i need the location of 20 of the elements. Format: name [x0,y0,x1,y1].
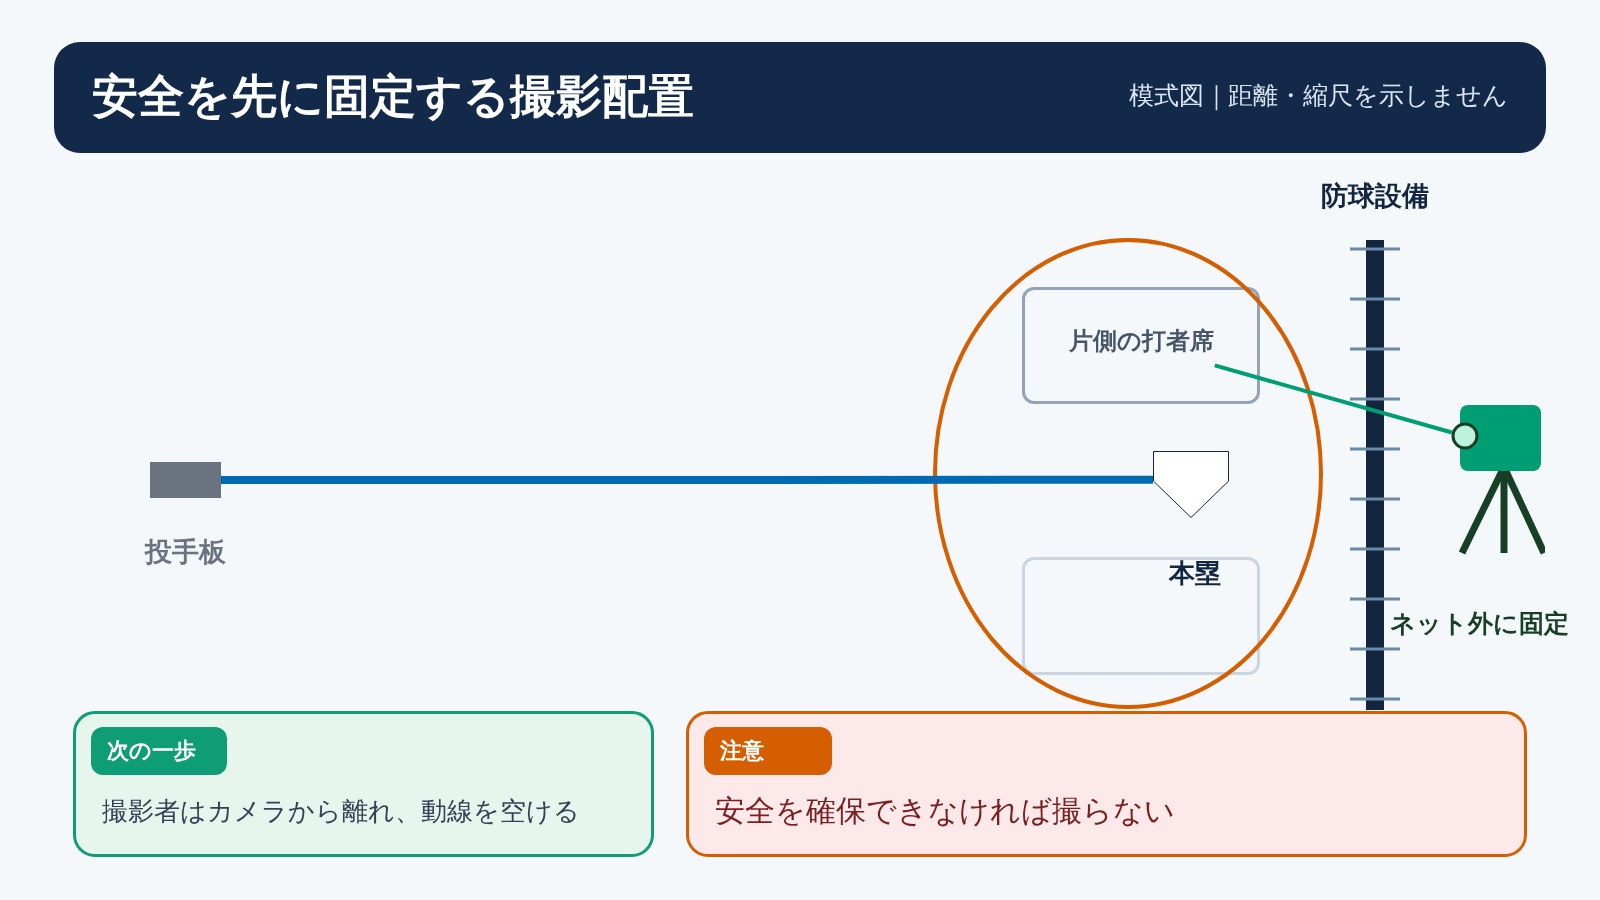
subtitle: 模式図｜距離・縮尺を示しません [1129,80,1508,113]
node-label: 片側の打者席 [1068,325,1214,357]
leader-line [1214,363,1453,435]
zone-ellipse [933,238,1323,709]
pitcher-plate [150,462,221,498]
node-label: 投手板 [143,535,227,569]
note-card [686,711,1527,857]
title: 安全を先に固定する撮影配置 [92,68,694,125]
batter-box [1022,287,1260,404]
note-text: 安全を確保できなければ撮らない [715,792,1175,830]
camera-label: ネット外に固定 [1390,608,1570,640]
connector-line [221,475,1153,484]
note-text: 撮影者はカメラから離れ、動線を空ける [102,795,580,828]
plate-label: 本塁 [1168,557,1222,590]
node-label: 防球設備 [1320,179,1430,213]
badge: 注意 [704,727,832,775]
area-box [1022,557,1260,675]
note-card [73,711,654,857]
home-plate [1153,451,1229,518]
badge: 次の一歩 [91,727,227,775]
